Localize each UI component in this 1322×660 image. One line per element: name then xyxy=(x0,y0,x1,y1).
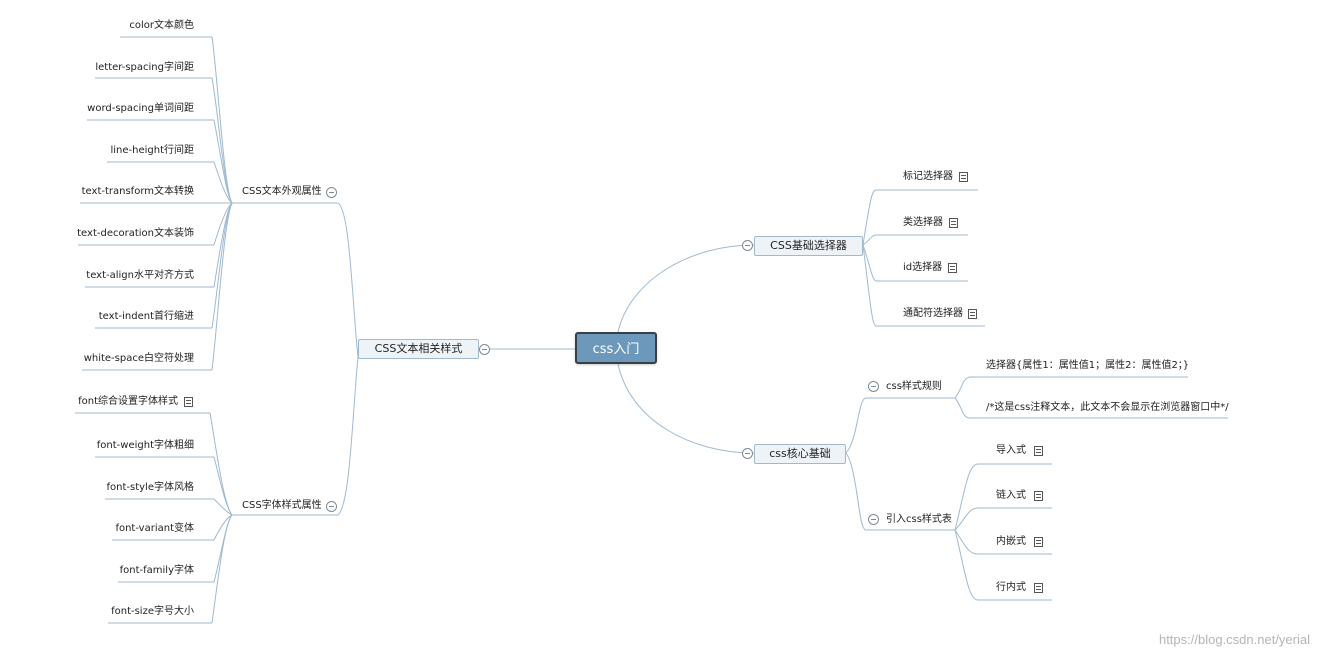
note-icon[interactable] xyxy=(959,172,968,182)
note-icon[interactable] xyxy=(968,309,977,319)
leaf-color[interactable]: color文本颜色 xyxy=(129,20,194,31)
leaf-embedded-style[interactable]: 内嵌式 xyxy=(996,536,1026,547)
collapse-toggle-icon[interactable] xyxy=(742,448,753,459)
leaf-import-style[interactable]: 导入式 xyxy=(996,445,1026,456)
leaf-font[interactable]: font综合设置字体样式 xyxy=(78,396,178,407)
note-icon[interactable] xyxy=(1034,583,1043,593)
leaf-text-indent[interactable]: text-indent首行缩进 xyxy=(98,311,194,322)
watermark: https://blog.csdn.net/yerial xyxy=(1158,632,1310,647)
collapse-toggle-icon[interactable] xyxy=(326,501,337,512)
leaf-font-family[interactable]: font-family字体 xyxy=(119,565,194,576)
leaf-font-style[interactable]: font-style字体风格 xyxy=(106,482,195,493)
collapse-toggle-icon[interactable] xyxy=(326,187,337,198)
leaf-tag-selector[interactable]: 标记选择器 xyxy=(903,171,953,182)
note-icon[interactable] xyxy=(1034,446,1043,456)
leaf-css-comment[interactable]: /*这是css注释文本，此文本不会显示在浏览器窗口中*/ xyxy=(986,402,1229,413)
leaf-font-variant[interactable]: font-variant变体 xyxy=(115,523,194,534)
leaf-text-align[interactable]: text-align水平对齐方式 xyxy=(86,270,194,281)
collapse-toggle-icon[interactable] xyxy=(742,240,753,251)
topic-text-appearance[interactable]: CSS文本外观属性 xyxy=(242,186,322,197)
topic-css-text-styles[interactable]: CSS文本相关样式 xyxy=(358,339,479,359)
note-icon[interactable] xyxy=(948,263,957,273)
note-icon[interactable] xyxy=(184,397,193,407)
note-icon[interactable] xyxy=(1034,537,1043,547)
leaf-universal-selector[interactable]: 通配符选择器 xyxy=(903,308,963,319)
leaf-word-spacing[interactable]: word-spacing单词间距 xyxy=(87,103,194,114)
topic-css-style-rules[interactable]: css样式规则 xyxy=(886,381,942,392)
topic-font-style[interactable]: CSS字体样式属性 xyxy=(242,500,322,511)
leaf-line-height[interactable]: line-height行间距 xyxy=(110,145,194,156)
leaf-inline-style[interactable]: 行内式 xyxy=(996,582,1026,593)
collapse-toggle-icon[interactable] xyxy=(479,344,490,355)
leaf-white-space[interactable]: white-space白空符处理 xyxy=(83,353,194,364)
leaf-letter-spacing[interactable]: letter-spacing字间距 xyxy=(95,62,194,73)
leaf-selector-syntax[interactable]: 选择器{属性1：属性值1；属性2：属性值2；} xyxy=(986,360,1190,371)
leaf-link-style[interactable]: 链入式 xyxy=(996,490,1026,501)
leaf-font-size[interactable]: font-size字号大小 xyxy=(111,606,194,617)
topic-css-basic-selectors[interactable]: CSS基础选择器 xyxy=(754,236,863,256)
collapse-toggle-icon[interactable] xyxy=(868,514,879,525)
leaf-text-decoration[interactable]: text-decoration文本装饰 xyxy=(77,228,194,239)
leaf-text-transform[interactable]: text-transform文本转换 xyxy=(81,186,194,197)
leaf-id-selector[interactable]: id选择器 xyxy=(903,262,943,273)
leaf-class-selector[interactable]: 类选择器 xyxy=(903,217,943,228)
leaf-font-weight[interactable]: font-weight字体粗细 xyxy=(96,440,194,451)
note-icon[interactable] xyxy=(949,218,958,228)
topic-include-css[interactable]: 引入css样式表 xyxy=(886,514,952,525)
note-icon[interactable] xyxy=(1034,491,1043,501)
root-topic[interactable]: css入门 xyxy=(575,332,657,364)
collapse-toggle-icon[interactable] xyxy=(868,381,879,392)
topic-css-core-basics[interactable]: css核心基础 xyxy=(754,444,846,464)
